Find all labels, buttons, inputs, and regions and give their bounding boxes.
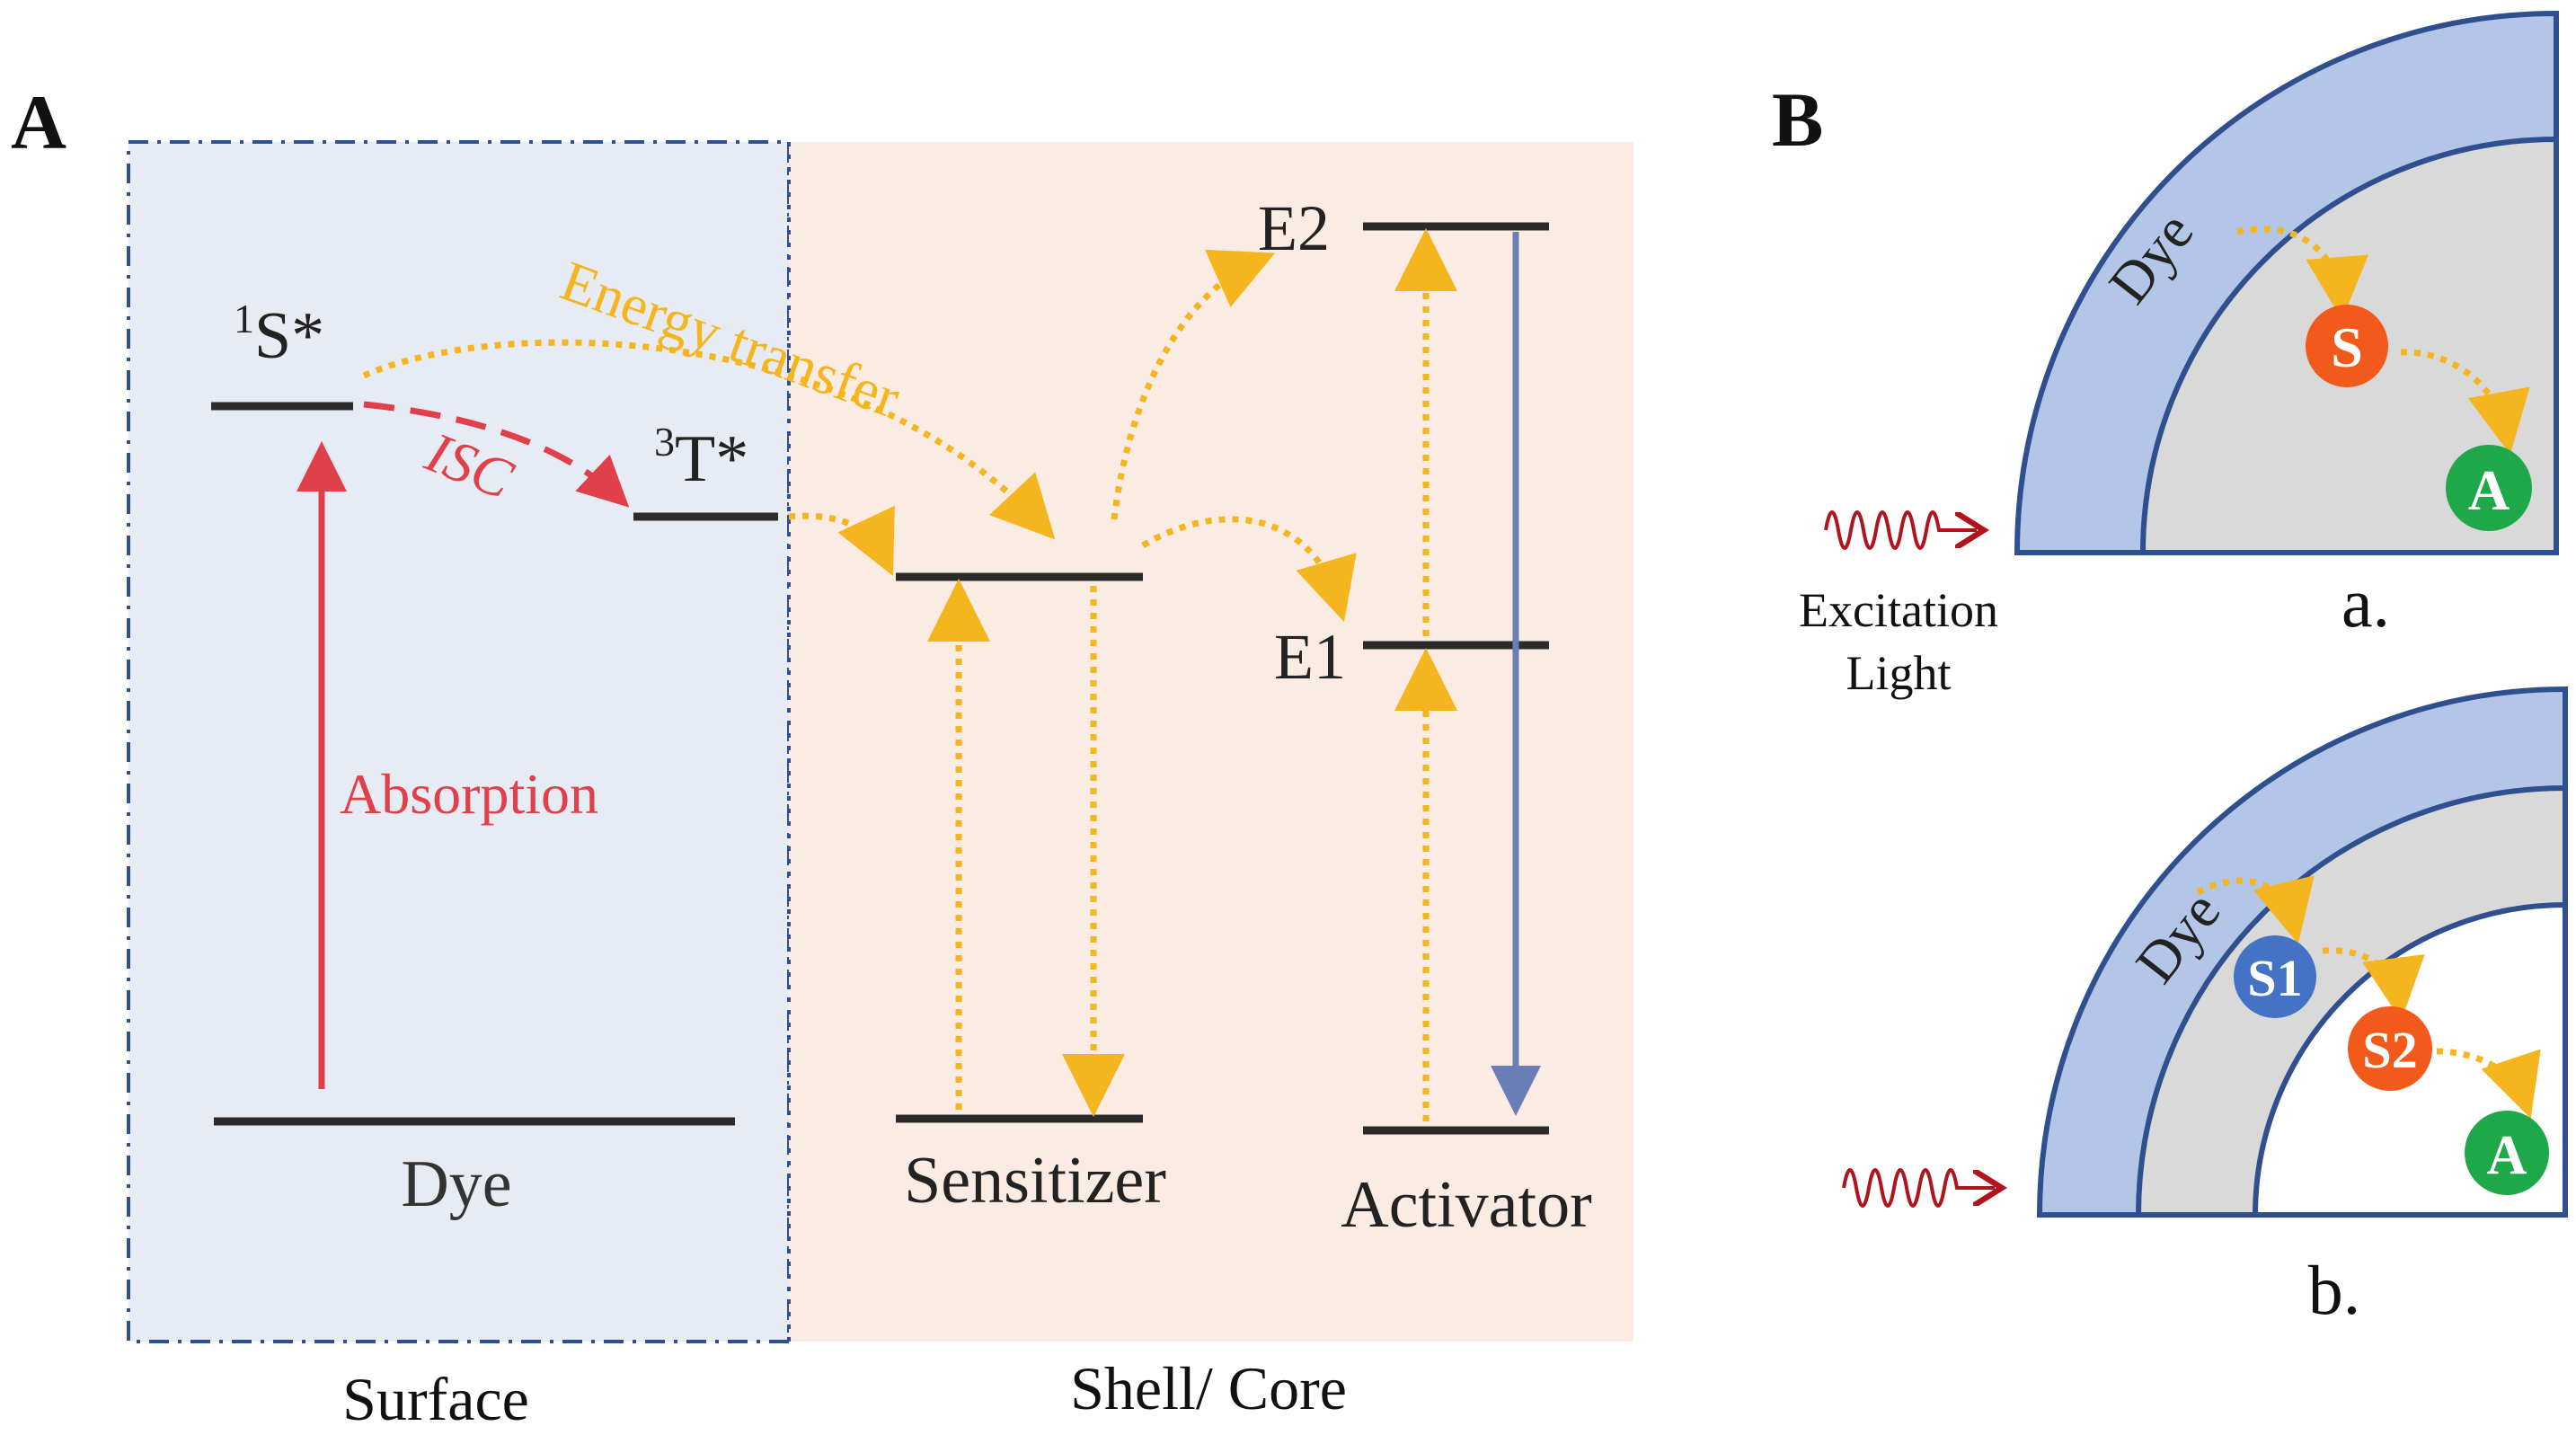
- s2-to-a-arrow: [2436, 1048, 2541, 1119]
- triplet-to-sensitizer-arrow: [788, 505, 895, 577]
- sensitizer-to-e2-arrow: [1111, 249, 1276, 520]
- panel-a-letter: A: [11, 79, 66, 165]
- sensitizer-2-node-label: S2: [2362, 1021, 2417, 1079]
- surface-region: [127, 140, 791, 1343]
- particle-b: Dye S1 S2 A b.: [1842, 686, 2568, 1329]
- activator-node: [2446, 445, 2532, 531]
- sensitizer-2-node: [2348, 1006, 2432, 1091]
- caption-b: b.: [2308, 1251, 2361, 1329]
- panel-a: A 1S*: [11, 79, 1633, 1433]
- singlet-state-label: 1S*: [234, 296, 324, 373]
- e1-label: E1: [1274, 621, 1346, 693]
- excitation-label-line1: Excitation: [1799, 583, 1998, 637]
- sensitizer-label: Sensitizer: [904, 1144, 1166, 1218]
- shell-core-label: Shell/ Core: [1070, 1354, 1347, 1422]
- sensitizer-1-node-label: S1: [2247, 949, 2302, 1007]
- particle-a: Dye S A Excitation Light a.: [1799, 10, 2559, 700]
- excitation-wave-b: [1842, 1168, 1995, 1208]
- activator-node-b: [2465, 1111, 2549, 1195]
- excitation-label-line2: Light: [1846, 646, 1952, 700]
- caption-a: a.: [2341, 563, 2390, 642]
- dye-to-s-arrow: [2236, 226, 2369, 320]
- absorption-label: Absorption: [340, 762, 598, 826]
- activator-node-b-label: A: [2487, 1125, 2527, 1186]
- activator-node-label: A: [2468, 458, 2510, 522]
- panel-b-letter: B: [1772, 76, 1823, 163]
- sensitizer-node: [2306, 305, 2388, 387]
- sensitizer-node-label: S: [2331, 315, 2363, 379]
- shell-core-region: [789, 142, 1633, 1342]
- activator-label: Activator: [1341, 1168, 1591, 1242]
- energy-transfer-arrow: [362, 339, 1056, 540]
- panel-b: B Dye S A Excitation Light a. Dye: [1772, 10, 2568, 1329]
- surface-label: Surface: [342, 1365, 529, 1433]
- excitation-wave-a: [1824, 510, 1977, 550]
- sensitizer-to-e1-arrow: [1141, 516, 1357, 623]
- sensitizer-1-node: [2234, 935, 2316, 1018]
- dye-to-s1-arrow: [2196, 875, 2315, 944]
- triplet-state-label: 3T*: [654, 419, 748, 496]
- s-to-a-arrow: [2400, 349, 2530, 455]
- dye-label: Dye: [401, 1147, 511, 1221]
- isc-arrow: [363, 401, 630, 508]
- e2-label: E2: [1258, 192, 1330, 264]
